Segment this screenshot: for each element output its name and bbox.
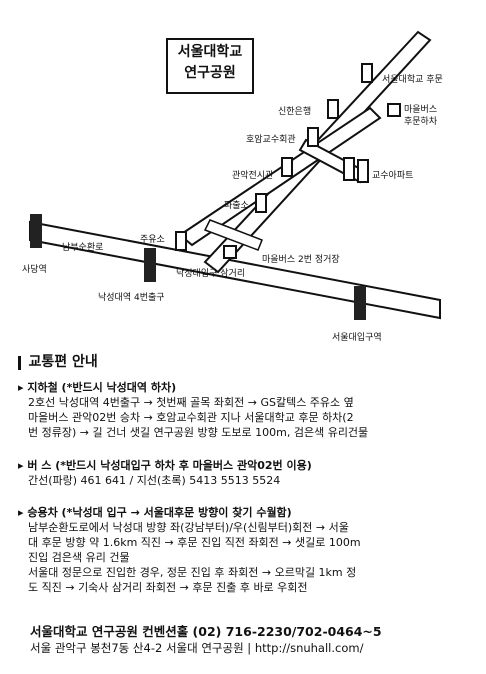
subway-section: ▸ 지하철 (*반드시 낙성대역 하차) 2호선 낙성대역 4번출구 → 첫번째… (18, 380, 473, 440)
label-snu-entrance: 서울대입구역 (332, 333, 382, 343)
shinhan-bank-marker (327, 99, 339, 119)
label-police: 파출소 (224, 201, 249, 211)
map-title: 서울대학교 연구공원 (166, 38, 254, 94)
hoam-marker (307, 127, 319, 147)
bus-section: ▸ 버 스 (*반드시 낙성대입구 하차 후 마을버스 관악02번 이용) 간선… (18, 458, 473, 488)
map-title-line2: 연구공원 (184, 65, 236, 81)
label-nambu-road: 남부순환로 (62, 243, 104, 253)
car-line-5: 도 직진 → 기숙사 삼거리 좌회전 → 후문 진출 후 바로 우회전 (28, 581, 308, 594)
gas-station-marker (175, 231, 187, 251)
village-bus-icon (387, 103, 401, 117)
label-gwanak: 관악전시관 (232, 171, 274, 181)
label-village-bus-2: 후문하차 (404, 117, 438, 127)
bus-title: 버 스 (*반드시 낙성대입구 하차 후 마을버스 관악02번 이용) (27, 459, 312, 472)
nakseongdae-station-marker (144, 248, 156, 282)
subway-line-1: 2호선 낙성대역 4번출구 → 첫번째 골목 좌회전 → GS칼텍스 주유소 옆 (28, 396, 354, 409)
car-line-2: 대 후문 방향 약 1.6km 직진 → 후문 진입 직전 좌회전 → 샛길로 … (28, 536, 361, 549)
label-front-gate: 서울대학교 후문 (382, 75, 443, 85)
seoul-univ-gate-marker (361, 63, 373, 83)
label-village-bus: 마을버스 (404, 105, 438, 115)
label-nakseongdae-exit: 낙성대역 4번출구 (98, 293, 165, 303)
contact-title: 서울대학교 연구공원 컨벤션홀 (02) 716-2230/702-0464~5 (30, 624, 382, 639)
location-map (29, 30, 441, 320)
bus-stop-road (203, 219, 263, 251)
car-line-3: 진입 검은색 유리 건물 (28, 551, 130, 564)
address: 서울 관악구 봉천7동 산4-2 서울대 연구공원 | http://snuha… (30, 641, 364, 655)
bullet-icon: ▸ (18, 506, 28, 519)
faculty-apt-marker1 (343, 157, 355, 181)
gwanak-marker (281, 157, 293, 177)
car-section: ▸ 승용차 (*낙성대 입구 → 서울대후문 방향이 찾기 수월함) 남부순환도… (18, 505, 473, 595)
subway-line-3: 번 정류장) → 길 건너 샛길 연구공원 방향 도보로 100m, 검은색 유… (28, 426, 369, 439)
sadang-station-marker (30, 214, 42, 248)
bus-line-1: 간선(파랑) 461 641 / 지선(초록) 5413 5513 5524 (28, 474, 281, 487)
map-title-line1: 서울대학교 (177, 44, 243, 60)
faculty-apt-marker2 (357, 159, 369, 183)
guide-heading-block: 교통편 안내 (18, 355, 98, 370)
car-title: 승용차 (*낙성대 입구 → 서울대후문 방향이 찾기 수월함) (27, 506, 292, 519)
car-line-4: 서울대 정문으로 진입한 경우, 정문 진입 후 좌회전 → 오르막길 1km … (28, 566, 357, 579)
label-faculty-apt: 교수아파트 (372, 171, 414, 181)
label-nakseongdae-junction: 낙성대입구 삼거리 (176, 269, 246, 279)
subway-title: 지하철 (*반드시 낙성대역 하차) (27, 381, 177, 394)
label-hoam: 호암교수회관 (246, 135, 296, 145)
label-shinhan-bank: 신한은행 (278, 107, 312, 117)
bullet-icon: ▸ (18, 381, 28, 394)
heading-bar (18, 356, 21, 370)
label-bus-stop: 마을버스 2번 정거장 (262, 255, 340, 265)
bullet-icon: ▸ (18, 459, 28, 472)
car-line-1: 남부순환도로에서 낙성대 방향 좌(강남부터)/우(신림부터)회전 → 서울 (28, 521, 349, 534)
label-gas-station: 주유소 (140, 235, 165, 245)
subway-line-2: 마을버스 관악02번 승차 → 호암교수회관 지나 서울대학교 후문 하차(2 (28, 411, 354, 424)
snu-entrance-station-marker (354, 286, 366, 320)
police-marker (255, 193, 267, 213)
bus-stop-icon (223, 245, 237, 259)
label-sadang: 사당역 (22, 265, 47, 275)
guide-heading: 교통편 안내 (28, 354, 98, 370)
